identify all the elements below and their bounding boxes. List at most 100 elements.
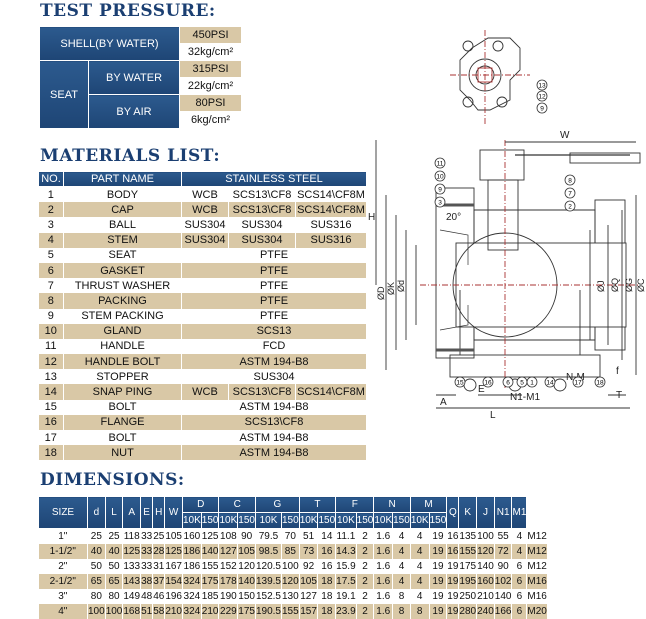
dim-cell: 73 <box>299 544 319 559</box>
dim-header: D <box>181 496 220 513</box>
row-no: 12 <box>38 354 64 370</box>
dim-cell: 167 <box>164 559 183 574</box>
dim-cell: 18 <box>317 574 337 589</box>
dim-cell: 150 <box>237 589 256 604</box>
dim-cell: 1-1/2" <box>38 544 88 559</box>
dim-cell: 118 <box>122 528 142 544</box>
dim-cell: M12 <box>526 528 548 544</box>
dim-cell: 4" <box>38 604 88 619</box>
dim-cell: 195 <box>458 574 478 589</box>
dim-cell: 152 <box>218 559 239 574</box>
row-part: HANDLE <box>63 338 182 355</box>
dim-phig: ØG <box>624 278 634 292</box>
dim-phik: ØK <box>386 282 396 295</box>
dim-cell: 16 <box>446 544 460 559</box>
dim-cell: 108 <box>218 528 239 544</box>
dim-cell: 50 <box>87 559 106 574</box>
row-part: HANDLE BOLT <box>63 354 182 370</box>
dim-cell: 85 <box>281 544 300 559</box>
header-stainless-steel: STAINLESS STEEL <box>181 171 367 187</box>
dim-header: L <box>104 496 124 529</box>
dim-cell: 105 <box>299 574 319 589</box>
dim-cell: 2 <box>356 559 375 574</box>
dim-cell: 130 <box>281 589 300 604</box>
dim-cell: M16 <box>526 574 548 589</box>
dim-cell: 31 <box>152 559 166 574</box>
dim-subheader: 150 <box>281 512 300 529</box>
dim-cell: 4 <box>410 544 430 559</box>
callout-15: 15 <box>454 376 466 388</box>
dim-cell: 19 <box>429 589 448 604</box>
dim-cell: 92 <box>299 559 319 574</box>
dim-cell: 190 <box>218 589 239 604</box>
materials-heading: MATERIALS LIST: <box>40 146 221 166</box>
dim-cell: 33 <box>140 528 154 544</box>
dim-cell: 160 <box>476 574 495 589</box>
dim-header: E <box>140 496 154 529</box>
dim-cell: 11.1 <box>335 528 357 544</box>
dim-subheader: 10K <box>254 512 283 529</box>
dim-angle: 20° <box>446 212 461 223</box>
dim-cell: 2" <box>38 559 88 574</box>
header-no: NO. <box>38 171 64 187</box>
dim-cell: 16 <box>317 544 337 559</box>
row-mat: SCS13\CF8 <box>181 414 367 430</box>
dim-cell: 133 <box>122 559 142 574</box>
svg-text:15: 15 <box>456 380 464 387</box>
dim-subheader: 10K <box>335 512 357 529</box>
dim-cell: 4 <box>392 544 411 559</box>
row-mat-2: SUS304 <box>228 217 296 233</box>
row-no: 2 <box>38 202 64 218</box>
row-mat: PTFE <box>181 262 367 279</box>
dim-cell: 2 <box>356 574 375 589</box>
dim-cell: 6 <box>511 604 528 619</box>
callout-11: 11 <box>434 157 446 169</box>
dim-cell: 19.1 <box>335 589 357 604</box>
row-part: BOLT <box>63 430 182 446</box>
dim-cell: 4 <box>392 574 411 589</box>
dim-cell: 19 <box>446 559 460 574</box>
dim-cell: 1.6 <box>373 604 394 619</box>
dim-cell: 55 <box>494 528 513 544</box>
dim-cell: 19 <box>429 528 448 544</box>
row-no: 7 <box>38 278 64 294</box>
dim-cell: 120 <box>281 574 300 589</box>
dim-cell: 125 <box>201 528 220 544</box>
row-mat: SCS13 <box>181 323 367 339</box>
row-mat: ASTM 194-B8 <box>181 445 367 461</box>
callout-8: 8 <box>564 174 576 186</box>
dim-cell: 2 <box>356 528 375 544</box>
dim-header: H <box>152 496 166 529</box>
dim-cell: 40 <box>105 544 124 559</box>
row-mat: FCD <box>181 338 367 355</box>
top-view <box>450 30 530 125</box>
dim-cell: 51 <box>140 604 154 619</box>
dim-cell: 190.5 <box>255 604 283 619</box>
dim-cell: 280 <box>458 604 478 619</box>
dim-subheader: 10K <box>298 512 319 529</box>
dim-cell: 1.6 <box>373 544 394 559</box>
callout-16: 16 <box>482 376 494 388</box>
svg-text:10: 10 <box>436 174 444 181</box>
svg-text:18: 18 <box>596 380 604 387</box>
dim-cell: 19 <box>446 589 460 604</box>
callout-3: 3 <box>434 196 446 208</box>
row-no: 1 <box>38 186 64 203</box>
dim-cell: 175 <box>458 559 478 574</box>
dim-header: A <box>122 496 142 529</box>
dim-header: SIZE <box>38 496 88 529</box>
dim-cell: 178 <box>218 574 239 589</box>
dim-cell: 100 <box>476 528 495 544</box>
dim-cell: 140 <box>476 559 495 574</box>
dim-subheader: 10K <box>409 512 430 529</box>
dim-cell: 2 <box>356 589 375 604</box>
test-pressure-heading: TEST PRESSURE: <box>40 1 216 21</box>
dim-cell: 90 <box>237 528 256 544</box>
